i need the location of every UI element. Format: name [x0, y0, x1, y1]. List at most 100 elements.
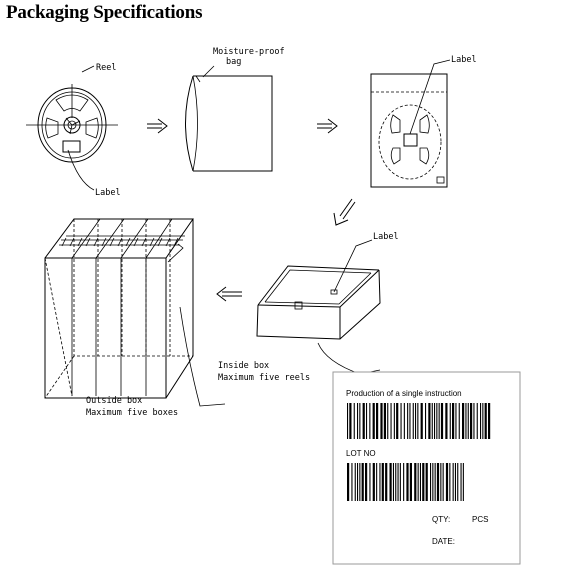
barcode-bar: [436, 463, 440, 501]
inside-box-icon: [256, 239, 381, 375]
barcode-bar: [349, 403, 352, 439]
barcode-bar: [392, 463, 394, 501]
barcode-bar: [473, 403, 475, 439]
barcode-bar: [400, 403, 402, 439]
reel-text: Reel: [96, 63, 116, 73]
barcode-bar: [462, 403, 465, 439]
barcode-bar: [422, 463, 425, 501]
barcode-bar: [460, 463, 462, 501]
barcode-bar: [393, 403, 395, 439]
inside-box-text-line1: Inside box: [218, 361, 269, 371]
arrow-icon: [147, 118, 168, 134]
barcode-bar: [462, 463, 464, 501]
barcode-bar: [445, 463, 449, 501]
barcode-bar: [369, 463, 371, 501]
sealed-bag-icon: [370, 59, 451, 188]
barcode-bar: [395, 463, 397, 501]
barcode-bar: [440, 463, 442, 501]
barcode-bar: [484, 403, 487, 439]
barcode-bar: [417, 463, 419, 501]
barcode-bar: [452, 403, 455, 439]
outside-box-text-line1: Outside box: [86, 396, 142, 406]
bag-text-line1: Moisture-proof: [213, 47, 285, 57]
barcode-bar: [409, 403, 411, 439]
reel-icon: [26, 65, 118, 191]
barcode-bar: [397, 463, 399, 501]
barcode-bar: [379, 463, 381, 501]
barcode-bar: [434, 463, 436, 501]
barcode-bar: [438, 403, 440, 439]
barcode-heading: Production of a single instruction: [346, 389, 462, 398]
barcode-icon: [347, 403, 491, 439]
barcode-bar: [454, 463, 456, 501]
inside-box-label-text: Label: [373, 232, 399, 242]
barcode-bar: [403, 463, 405, 501]
barcode-bar: [425, 463, 428, 501]
barcode-bar: [470, 403, 473, 439]
barcode-label-card: Production of a single instruction LOT N…: [332, 371, 521, 565]
barcode-bar: [434, 403, 436, 439]
barcode-bar: [467, 403, 469, 439]
barcode-bar: [425, 403, 427, 439]
arrow-icon: [216, 286, 242, 302]
barcode-bar: [399, 463, 401, 501]
barcode-bar: [417, 403, 419, 439]
barcode-bar: [430, 463, 432, 501]
outside-box-icon: [44, 218, 226, 407]
barcode-bar: [440, 403, 444, 439]
barcode-bar: [403, 403, 405, 439]
bag-label-text: Label: [451, 55, 477, 65]
qty-text: QTY:: [432, 515, 450, 524]
barcode-bar: [428, 403, 431, 439]
barcode-bar: [347, 463, 350, 501]
barcode-bar: [381, 463, 384, 501]
barcode-bar: [396, 403, 399, 439]
barcode-bar: [449, 463, 451, 501]
barcode-bar: [432, 463, 434, 501]
barcode-bar: [354, 463, 356, 501]
barcode-bar: [357, 463, 359, 501]
barcode-bar: [442, 463, 444, 501]
barcode-bar: [420, 403, 423, 439]
barcode-bar: [480, 403, 482, 439]
outside-box-text-line2: Maximum five boxes: [86, 408, 178, 418]
arrow-icon: [333, 198, 356, 226]
bag-text-line2: bag: [226, 57, 241, 67]
barcode-bar: [436, 403, 438, 439]
barcode-bar: [383, 403, 386, 439]
pcs-text: PCS: [472, 515, 488, 524]
barcode-bar: [376, 403, 379, 439]
barcode-bar: [362, 403, 365, 439]
lot-no-text: LOT NO: [346, 449, 376, 458]
barcode-bar: [357, 403, 359, 439]
barcode-bar: [359, 463, 361, 501]
barcode-bar: [412, 403, 414, 439]
barcode-bar: [380, 403, 383, 439]
barcode-bar: [452, 463, 454, 501]
barcode-bar: [353, 403, 355, 439]
date-text: DATE:: [432, 537, 455, 546]
page-title: Packaging Specifications: [6, 2, 203, 23]
barcode-bar: [365, 463, 368, 501]
barcode-icon: [347, 463, 464, 501]
barcode-bar: [389, 463, 392, 501]
inside-box-text-line2: Maximum five reels: [218, 373, 310, 383]
barcode-bar: [366, 403, 368, 439]
barcode-bar: [407, 403, 409, 439]
barcode-bar: [458, 403, 460, 439]
barcode-bar: [419, 463, 421, 501]
barcode-bar: [376, 463, 378, 501]
barcode-bar: [455, 403, 457, 439]
barcode-bar: [488, 403, 491, 439]
barcode-bar: [465, 403, 467, 439]
barcode-bar: [351, 463, 353, 501]
barcode-bar: [369, 403, 371, 439]
barcode-bar: [449, 403, 451, 439]
barcode-bar: [476, 403, 478, 439]
barcode-bar: [482, 403, 484, 439]
barcode-bar: [361, 463, 364, 501]
barcode-bar: [414, 463, 417, 501]
barcode-bar: [387, 403, 389, 439]
